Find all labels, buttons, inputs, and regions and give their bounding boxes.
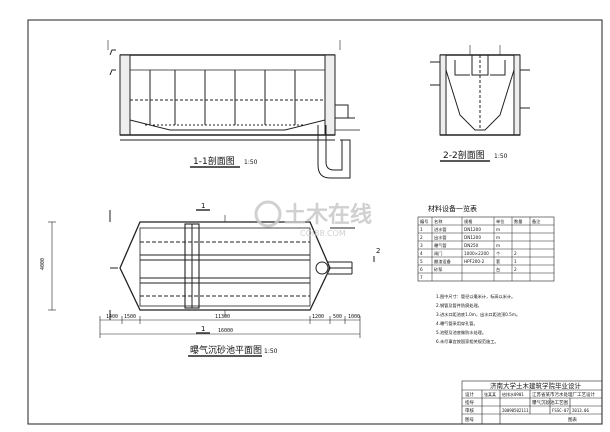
material-table-cell: 撇渣设备 xyxy=(434,258,452,265)
title-project: 江苏省某市污水处理厂工艺设计 xyxy=(532,391,595,398)
material-table-header: 编号 xyxy=(420,218,428,225)
note-line: 4.曝气管采用穿孔管。 xyxy=(436,320,478,327)
material-table-cell: 套 xyxy=(496,258,501,265)
note-line: 1.图中尺寸：管径以毫米计，标高以米计。 xyxy=(436,293,515,300)
material-table-cell: 5 xyxy=(420,259,423,264)
dim-total: 16000 xyxy=(218,328,233,334)
material-table-cell: DN250 xyxy=(464,243,479,248)
material-table-cell: m xyxy=(496,235,500,240)
section-2-2-title: 2-2剖面图 xyxy=(443,149,485,161)
material-table-cell: 进水管 xyxy=(434,226,447,233)
title-stamp: 图表 xyxy=(568,416,577,423)
note-line: 6.未尽事宜按国家相关规范施工。 xyxy=(436,338,499,345)
title-value-design: 张某某 xyxy=(484,391,496,397)
cut-marker-right: 2 xyxy=(376,247,380,255)
watermark: 土木在线 COI88.COM xyxy=(254,200,372,238)
dim-lines xyxy=(99,316,361,338)
title-label-guide: 指导 xyxy=(465,399,474,406)
material-table-title: 材料设备一览表 xyxy=(428,204,477,213)
note-line: 3.进水口距池底1.0m，出水口距池顶0.5m。 xyxy=(436,311,520,318)
material-table-cell: 2 xyxy=(514,251,517,256)
dim-4: 1200 xyxy=(312,314,324,320)
plan-title: 曝气沉砂池平面图 xyxy=(190,344,262,356)
note-line: 5.池壁及池底做防水处理。 xyxy=(436,329,486,336)
watermark-text: 土木在线 xyxy=(284,202,372,228)
title-label-review: 审核 xyxy=(465,407,474,414)
dim-1: 1400 xyxy=(106,314,118,320)
material-table-cell: 曝气管 xyxy=(434,242,447,249)
material-table-header: 名称 xyxy=(434,218,442,225)
title-label-design: 设计 xyxy=(465,391,474,398)
title-drawing-no: FSSC-07 xyxy=(552,408,569,413)
material-table-cell: 台 xyxy=(496,266,500,273)
material-table-cell: m xyxy=(496,227,500,232)
material-table-cell: 3 xyxy=(420,243,423,248)
material-table-cell: 2 xyxy=(514,267,517,272)
cut-marker-top: 1 xyxy=(201,202,205,210)
section-1-1-scale: 1:50 xyxy=(244,159,258,166)
material-table-cell: 7 xyxy=(420,275,423,280)
material-table-cell: 1000×2200 xyxy=(464,251,489,256)
material-table-header: 单位 xyxy=(496,218,504,225)
title-school: 济南大学土木建筑学院毕业设计 xyxy=(490,381,582,390)
section-2-2 xyxy=(430,45,530,136)
material-table-cell: 出水管 xyxy=(434,234,447,241)
section-1-1 xyxy=(107,40,360,179)
plan-view xyxy=(109,210,355,320)
plan-scale: 1:50 xyxy=(264,348,278,355)
material-table-header: 备注 xyxy=(532,218,541,225)
material-table-cell: 6 xyxy=(420,267,423,272)
section-2-2-scale: 1:50 xyxy=(494,153,508,160)
material-table-header: 规格 xyxy=(464,218,473,225)
dim-6: 1000 xyxy=(348,314,360,320)
material-table-cell: 1 xyxy=(420,227,423,232)
material-table-cell: 砂泵 xyxy=(434,266,442,273)
material-table-cell: DN1200 xyxy=(464,235,481,240)
title-class: 给排水0901 xyxy=(502,391,524,397)
material-table-cell: m xyxy=(496,243,500,248)
title-date: 2013.06 xyxy=(572,408,589,413)
title-block xyxy=(461,380,603,425)
material-table-header: 数量 xyxy=(514,218,522,225)
dim-3: 11300 xyxy=(215,314,230,320)
sheet-frame xyxy=(27,19,603,425)
dim-2: 1500 xyxy=(124,314,136,320)
material-table-cell: 闸门 xyxy=(434,250,442,257)
material-table-cell: 1 xyxy=(514,259,517,264)
material-table-cell: 4 xyxy=(420,251,423,256)
title-label-number: 图号 xyxy=(465,417,474,423)
watermark-sub: COI88.COM xyxy=(300,229,346,238)
material-table-cell: 个 xyxy=(496,251,501,256)
cut-marker-bottom: 1 xyxy=(201,325,205,333)
note-line: 2.钢管及管件防腐处理。 xyxy=(436,302,482,309)
material-table-cell: 2 xyxy=(420,235,423,240)
dim-left-height: 4000 xyxy=(40,258,46,270)
dim-5: 500 xyxy=(333,314,342,320)
section-1-1-title: 1-1剖面图 xyxy=(193,155,235,167)
dim-left xyxy=(48,221,56,311)
title-drawing: 曝气沉砂池工艺图 xyxy=(532,399,568,406)
title-student-no: 20090502111 xyxy=(502,408,529,413)
material-table-cell: DN1200 xyxy=(464,227,481,232)
material-table-cell: HPF200-2 xyxy=(464,259,485,264)
